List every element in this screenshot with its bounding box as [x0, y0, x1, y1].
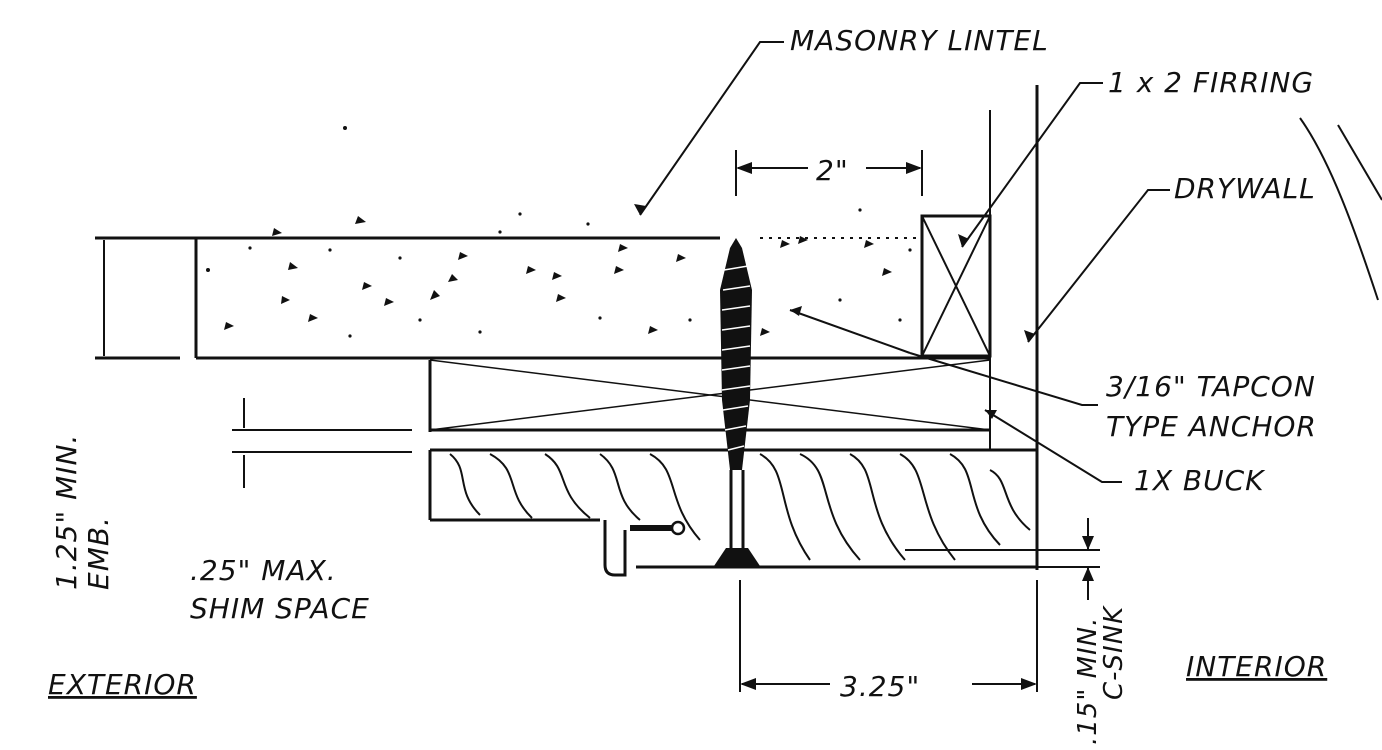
label-shim-line1: .25" MAX. — [190, 554, 337, 587]
label-tapcon-line2: TYPE ANCHOR — [1106, 410, 1317, 443]
dim-two-inch-label: 2" — [816, 154, 849, 187]
leader-tapcon-a — [909, 352, 1098, 406]
label-exterior: EXTERIOR — [48, 668, 197, 701]
wood-grain — [449, 453, 1031, 561]
leader-masonry-lintel — [639, 41, 784, 216]
leader-arrowheads — [634, 162, 1094, 690]
glazing-clip — [603, 520, 686, 577]
break-line-b — [1337, 124, 1382, 201]
window-frame — [428, 448, 1037, 577]
leader-drywall — [1027, 189, 1170, 343]
dim-emb-line2: EMB. — [82, 516, 115, 590]
label-tapcon-line1: 3/16" TAPCON — [1106, 370, 1316, 403]
buck — [428, 359, 991, 432]
label-interior: INTERIOR — [1186, 650, 1327, 683]
break-line-a — [1299, 117, 1379, 301]
dim-csink-line2: C-SINK — [1099, 605, 1129, 700]
dim-csink-line1: .15" MIN. — [1073, 617, 1103, 745]
dim-emb-line1: 1.25" MIN. — [50, 434, 83, 590]
leader-lines — [639, 41, 1382, 483]
shim-space — [232, 398, 412, 488]
tapcon-anchor — [714, 238, 760, 566]
concrete-aggregate — [206, 126, 912, 338]
dim-csink — [905, 518, 1100, 600]
label-buck: 1X BUCK — [1134, 464, 1266, 497]
label-masonry-lintel: MASONRY LINTEL — [790, 24, 1049, 57]
label-drywall: DRYWALL — [1174, 172, 1316, 205]
drywall — [989, 85, 1039, 570]
leader-buck — [984, 409, 1122, 483]
leader-firring — [961, 82, 1103, 248]
firring-strip — [920, 214, 992, 358]
masonry-lintel — [95, 126, 990, 360]
dim-three-25-label: 3.25" — [840, 670, 920, 703]
leader-tapcon-b — [789, 309, 911, 354]
label-shim-line2: SHIM SPACE — [190, 592, 370, 625]
label-firring: 1 x 2 FIRRING — [1108, 66, 1314, 99]
